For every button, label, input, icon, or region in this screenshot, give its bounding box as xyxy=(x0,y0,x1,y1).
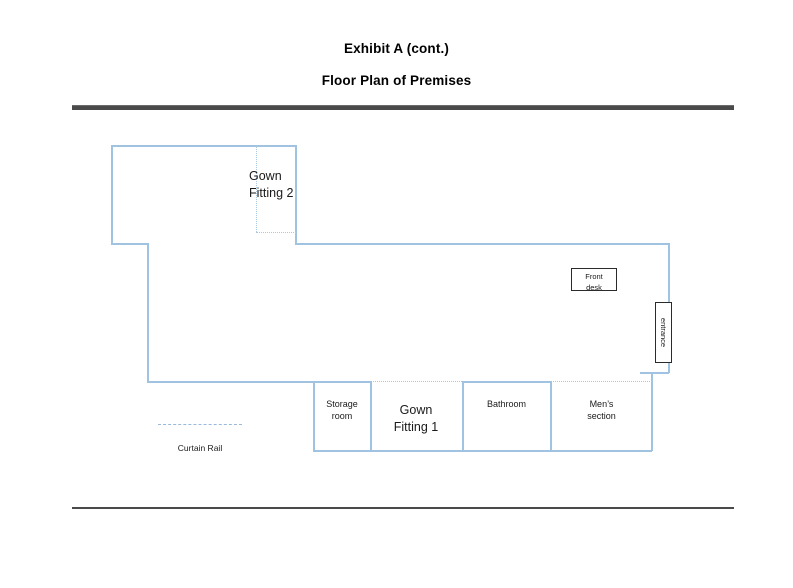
room-label-gown-fitting-2: Gown Fitting 2 xyxy=(249,169,294,200)
wall-gown-fitting-2-right xyxy=(295,145,297,244)
wall-top-upper-left xyxy=(111,145,297,147)
wall-gown-fitting-2-bottom-dotted xyxy=(256,232,296,233)
front-desk-box: Front desk xyxy=(571,268,617,292)
entrance-label: entrance xyxy=(659,317,668,348)
wall-under-entrance xyxy=(640,372,669,374)
wall-bottom-room-strip xyxy=(313,450,652,452)
footer-divider-rule xyxy=(72,507,734,509)
room-label-bathroom: Bathroom xyxy=(486,399,527,409)
header-divider-rule xyxy=(72,105,734,110)
curtain-rail-label: Curtain Rail xyxy=(177,443,223,453)
wall-step-horizontal xyxy=(111,243,148,245)
wall-top-bottom-left-open xyxy=(147,381,314,383)
wall-top-storage-room xyxy=(313,381,371,383)
wall-right-bottom-rooms xyxy=(651,372,653,451)
wall-divider-storage-left xyxy=(313,381,315,451)
wall-left-upper xyxy=(111,145,113,244)
wall-right-upper xyxy=(668,243,670,303)
wall-divider-storage-gown1 xyxy=(370,381,372,451)
room-label-storage-room: Storage room xyxy=(326,399,358,422)
room-label-mens-section: Men’s section xyxy=(587,399,616,422)
wall-top-mens-section-dotted xyxy=(550,381,652,382)
room-label-gown-fitting-1: Gown Fitting 1 xyxy=(393,403,439,434)
curtain-rail-line xyxy=(158,424,242,425)
wall-divider-bathroom-mens xyxy=(550,381,552,451)
wall-top-right-wing xyxy=(295,243,669,245)
wall-gown-fitting-2-left-dotted xyxy=(256,146,257,232)
entrance-box: entrance xyxy=(655,302,672,363)
wall-top-bathroom xyxy=(462,381,551,383)
wall-divider-gown1-bathroom xyxy=(462,381,464,451)
wall-right-lower xyxy=(668,362,670,373)
floor-plan-title: Floor Plan of Premises xyxy=(321,73,472,88)
wall-top-gown-fitting-1-dotted xyxy=(370,381,462,382)
exhibit-title: Exhibit A (cont.) xyxy=(343,41,450,56)
wall-left-lower xyxy=(147,243,149,382)
